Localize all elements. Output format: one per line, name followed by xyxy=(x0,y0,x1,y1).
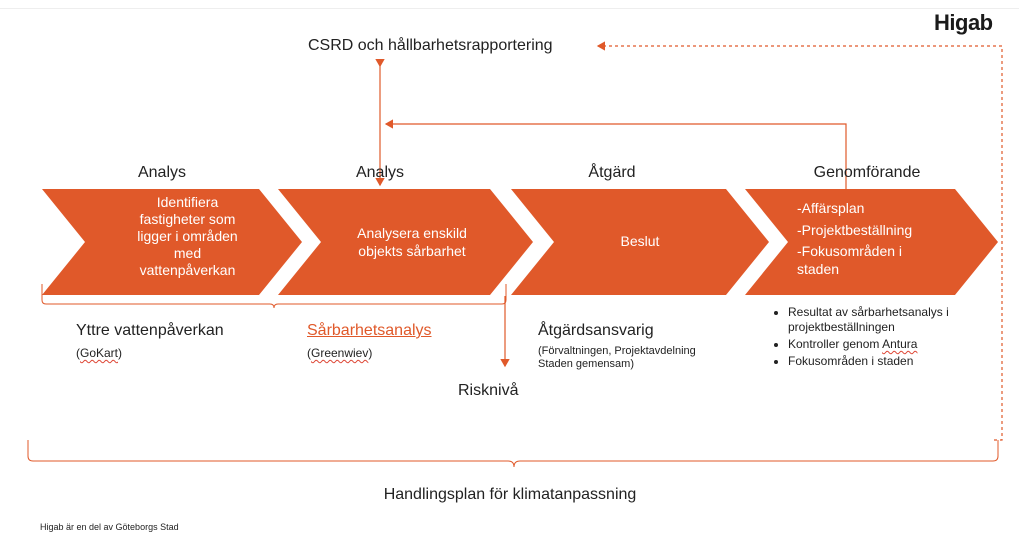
step-1-line: med xyxy=(173,245,202,261)
dashed-feedback-connector xyxy=(596,41,1003,441)
greenwiev-close: ) xyxy=(368,346,373,360)
gokart-link[interactable]: GoKart xyxy=(80,346,119,360)
action-responsible-line: Staden gemensam) xyxy=(538,358,634,370)
chevron-step-4 xyxy=(745,189,998,295)
step-4-line: staden xyxy=(797,261,840,277)
implementation-bullets: Resultat av sårbarhetsanalys i projektbe… xyxy=(766,305,994,371)
gokart-close: ) xyxy=(118,346,123,360)
step-1-line: Identifiera xyxy=(156,194,219,210)
step-4-text: -Affärsplan -Projektbeställning -Fokusom… xyxy=(797,197,977,277)
gokart-open: ( xyxy=(76,346,80,360)
step-1-line: vattenpåverkan xyxy=(139,262,236,278)
action-responsible-title: Åtgärdsansvarig xyxy=(538,322,654,339)
bullet-item: Resultat av sårbarhetsanalys i projektbe… xyxy=(788,305,994,335)
footer-text: Higab är en del av Göteborgs Stad xyxy=(40,522,179,532)
phase-header-2: Analys xyxy=(355,164,405,181)
chevron-step-1 xyxy=(42,189,302,295)
step-1-line: fastigheter som xyxy=(139,211,236,227)
analysis-bracket xyxy=(41,284,507,309)
phase-header-4: Genomförande xyxy=(813,164,921,181)
bullet-item: Kontroller genom Antura xyxy=(788,337,994,352)
risk-level-label: Risknivå xyxy=(458,382,519,399)
feedback-connector xyxy=(384,119,847,189)
chevron-step-3 xyxy=(511,189,769,295)
action-responsible-sub: (Förvaltningen, Projektavdelning Staden … xyxy=(538,345,696,371)
step-1-line: ligger i områden xyxy=(137,228,238,244)
greenwiev-open: ( xyxy=(307,346,311,360)
step-4-line: -Projektbeställning xyxy=(797,222,913,238)
step-2-line: objekts sårbarhet xyxy=(358,243,466,259)
top-divider xyxy=(0,8,1019,9)
bullet-item: Fokusområden i staden xyxy=(788,354,994,369)
step-4-line: -Affärsplan xyxy=(797,200,865,216)
action-plan-label: Handlingsplan för klimatanpassning xyxy=(383,486,637,503)
phase-header-1: Analys xyxy=(137,164,187,181)
step-3-line: Beslut xyxy=(620,233,660,249)
phase-header-3: Åtgärd xyxy=(588,164,636,181)
csrd-title: CSRD och hållbarhetsrapportering xyxy=(308,37,553,54)
bullet-text: Kontroller genom xyxy=(788,337,880,351)
action-plan-bracket xyxy=(27,440,999,468)
antura-link[interactable]: Antura xyxy=(882,337,918,351)
greenwiev-link[interactable]: Greenwiev xyxy=(311,346,369,360)
step-2-text: Analysera enskild objekts sårbarhet xyxy=(322,224,502,260)
vulnerability-analysis-link[interactable]: Sårbarhetsanalys xyxy=(307,322,432,339)
step-1-text: Identifiera fastigheter som ligger i omr… xyxy=(100,194,275,279)
external-water-impact-title: Yttre vattenpåverkan xyxy=(76,322,224,339)
step-4-line: -Fokusområden i xyxy=(797,243,903,259)
chevron-step-2 xyxy=(278,189,533,295)
higab-logo: Higab xyxy=(934,10,993,35)
greenwiev-reference: (Greenwiev) xyxy=(307,346,372,360)
step-3-text: Beslut xyxy=(580,233,700,249)
gokart-reference: (GoKart) xyxy=(76,346,122,360)
step-2-line: Analysera enskild xyxy=(357,225,467,241)
action-responsible-line: (Förvaltningen, Projektavdelning xyxy=(538,345,696,357)
